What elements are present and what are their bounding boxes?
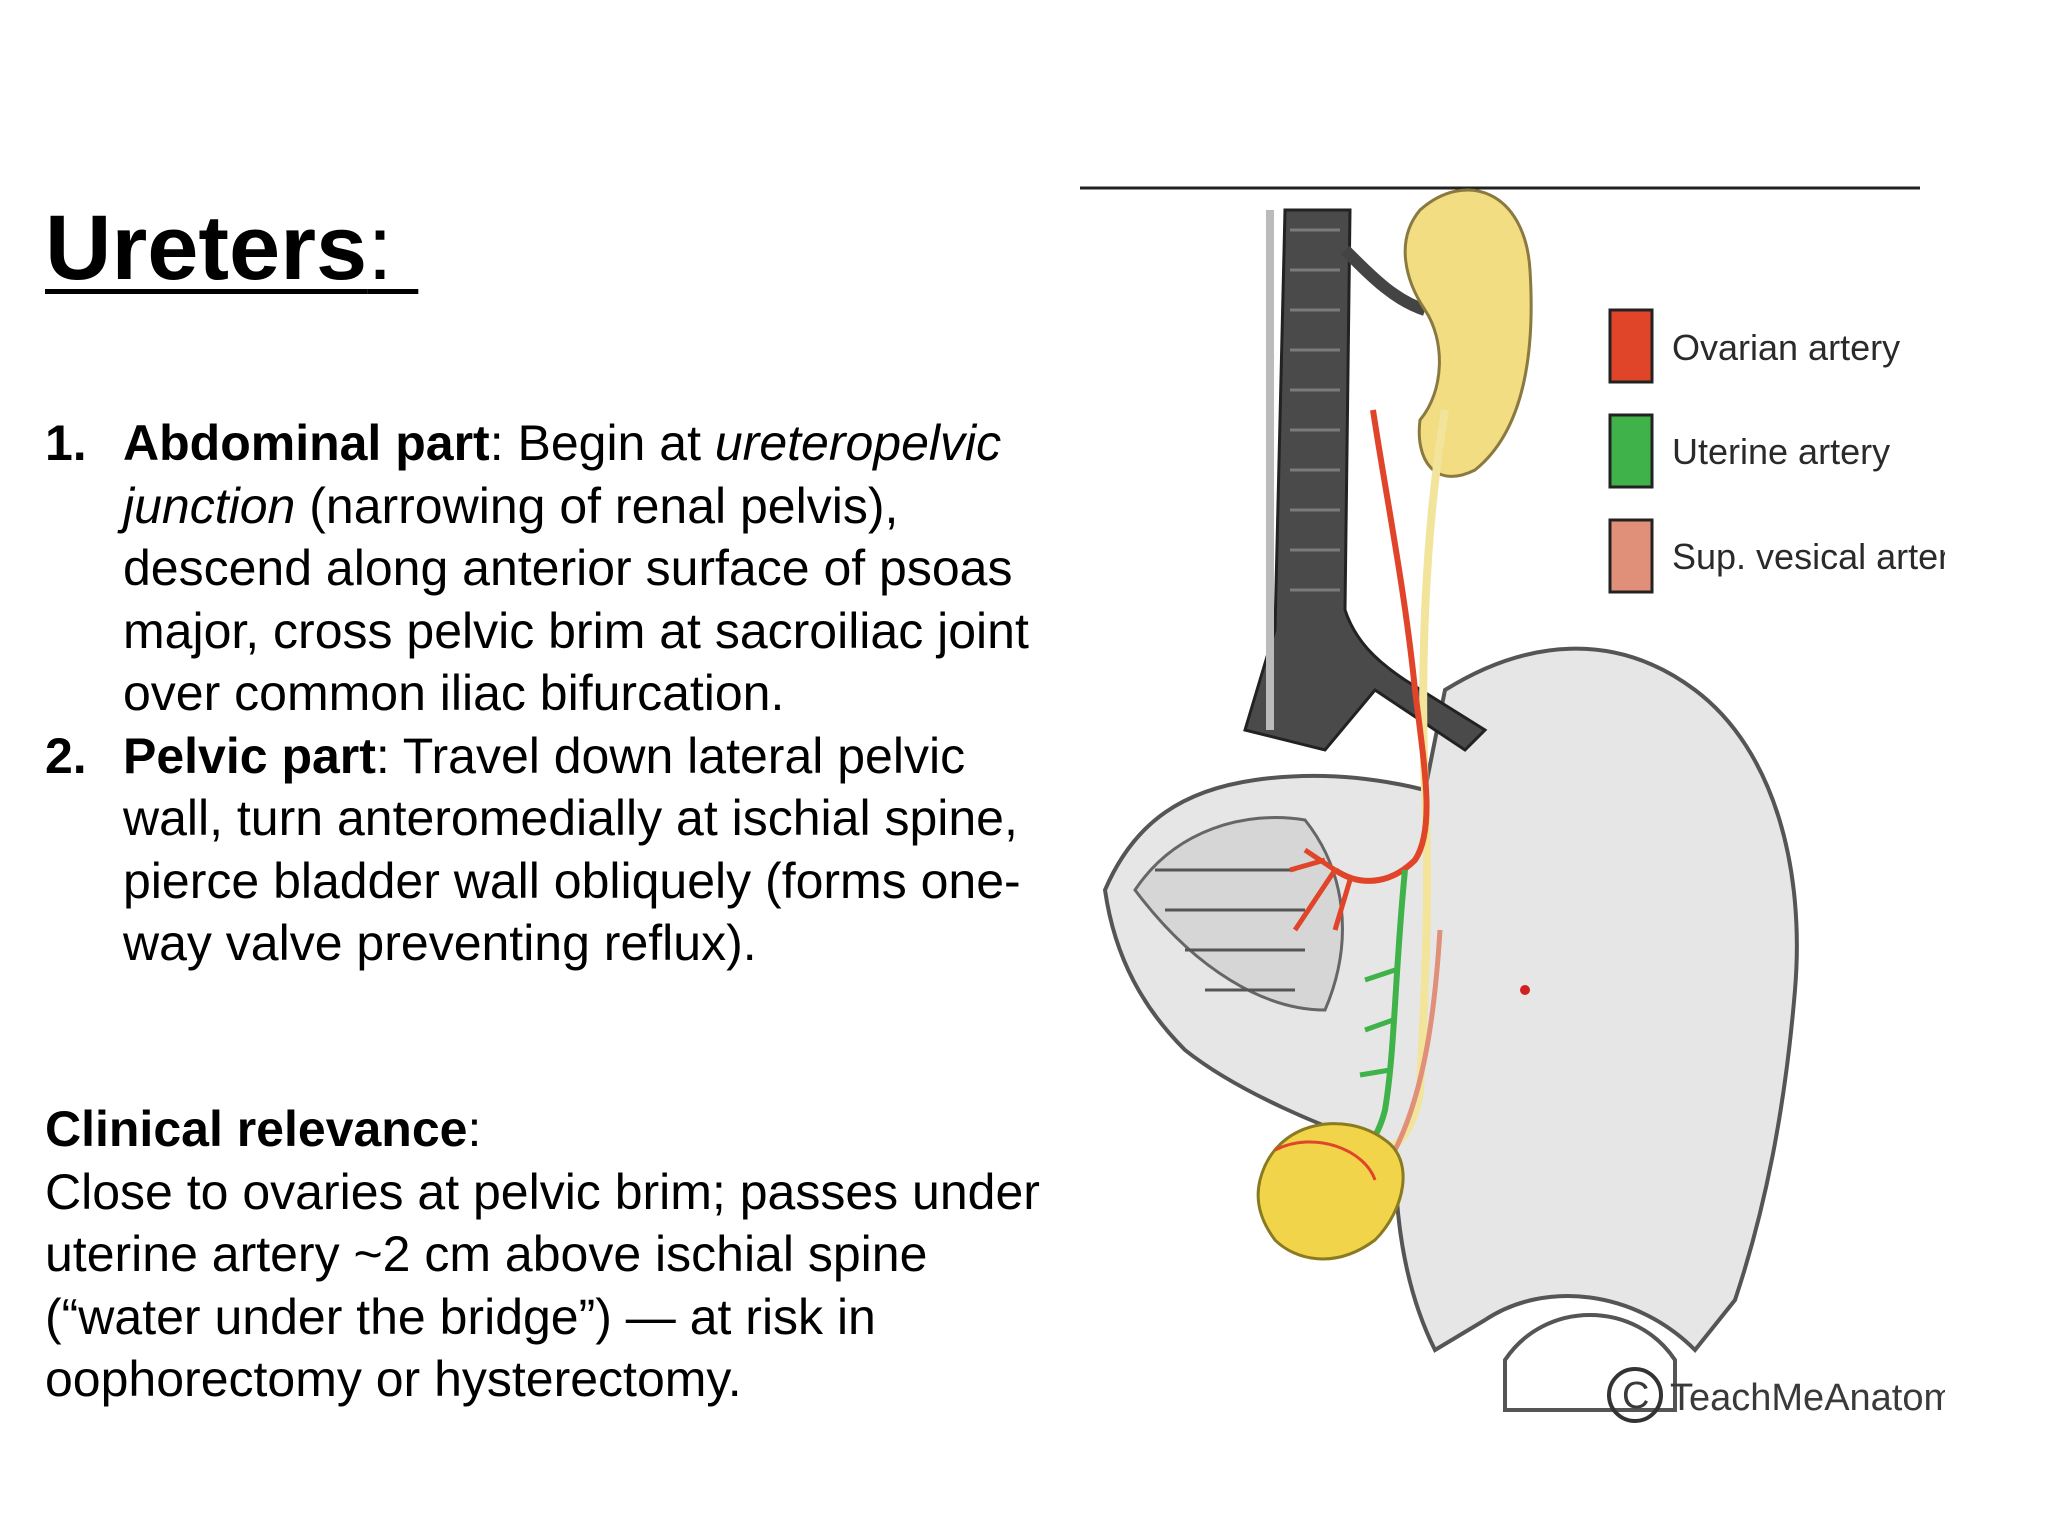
title-colon: : (367, 197, 419, 299)
credit-text: TeachMeAnatomy (1670, 1377, 1945, 1419)
figure-legend: Ovarian artery Uterine artery Sup. vesic… (1608, 308, 1945, 594)
pelvic-description: Travel down lateral pelvic wall, turn an… (123, 727, 1021, 972)
marker-dot (1520, 985, 1530, 995)
aorta-texture (1290, 228, 1340, 592)
ureter-parts-list: 1.Abdominal part: Begin at ureteropelvic… (45, 412, 1065, 975)
term-pelvic-part: Pelvic part (123, 727, 376, 784)
ovarian-branches (1289, 847, 1353, 932)
ovarian-artery-line (1333, 409, 1430, 884)
list-item-pelvic-part: 2.Pelvic part: Travel down lateral pelvi… (45, 725, 1065, 975)
pelvic-bone-illustration (1102, 646, 1799, 1353)
abdominal-description: Begin at (517, 415, 715, 471)
term-abdominal-part: Abdominal part (123, 415, 490, 471)
renal-vessels (1340, 245, 1428, 316)
legend-label-vesical: Sup. vesical artery (1672, 536, 1945, 577)
figure-credit: C TeachMeAnatomy (1607, 1367, 1945, 1423)
list-number: 2. (45, 727, 87, 784)
legend-swatch-ovarian (1608, 308, 1654, 384)
uterine-branches (1359, 967, 1396, 1078)
aorta-illustration (1243, 208, 1488, 752)
clinical-text: Close to ovaries at pelvic brim; passes … (45, 1163, 1040, 1408)
bladder-vessels (1274, 1140, 1377, 1181)
copyright-letter: C (1622, 1375, 1649, 1417)
clinical-relevance: Clinical relevance: Close to ovaries at … (45, 1101, 1040, 1408)
obturator-foramen (1503, 1313, 1677, 1412)
list-item-abdominal-part: 1.Abdominal part: Begin at ureteropelvic… (45, 412, 1065, 725)
copyright-icon (1607, 1367, 1663, 1423)
title-word: Ureters (45, 197, 368, 299)
ureteropelvic-junction-term: ureteropelvic junction (123, 415, 1002, 534)
legend-label-ovarian: Ovarian artery (1672, 327, 1900, 368)
legend-swatch-uterine (1608, 413, 1654, 489)
kidney-illustration (1403, 188, 1533, 478)
legend-label-uterine: Uterine artery (1672, 431, 1890, 472)
slide-title: Ureters: (45, 198, 418, 298)
ureter-line (1373, 409, 1449, 1164)
clinical-heading: Clinical relevance (45, 1101, 468, 1157)
bladder-illustration (1256, 1122, 1405, 1261)
vesical-artery-line (1392, 929, 1443, 1152)
ureter-anatomy-figure: Ovarian artery Uterine artery Sup. vesic… (1080, 186, 1945, 1423)
sacrum-ridges (1155, 868, 1305, 992)
legend-swatch-vesical (1608, 518, 1654, 594)
list-number: 1. (45, 415, 87, 471)
